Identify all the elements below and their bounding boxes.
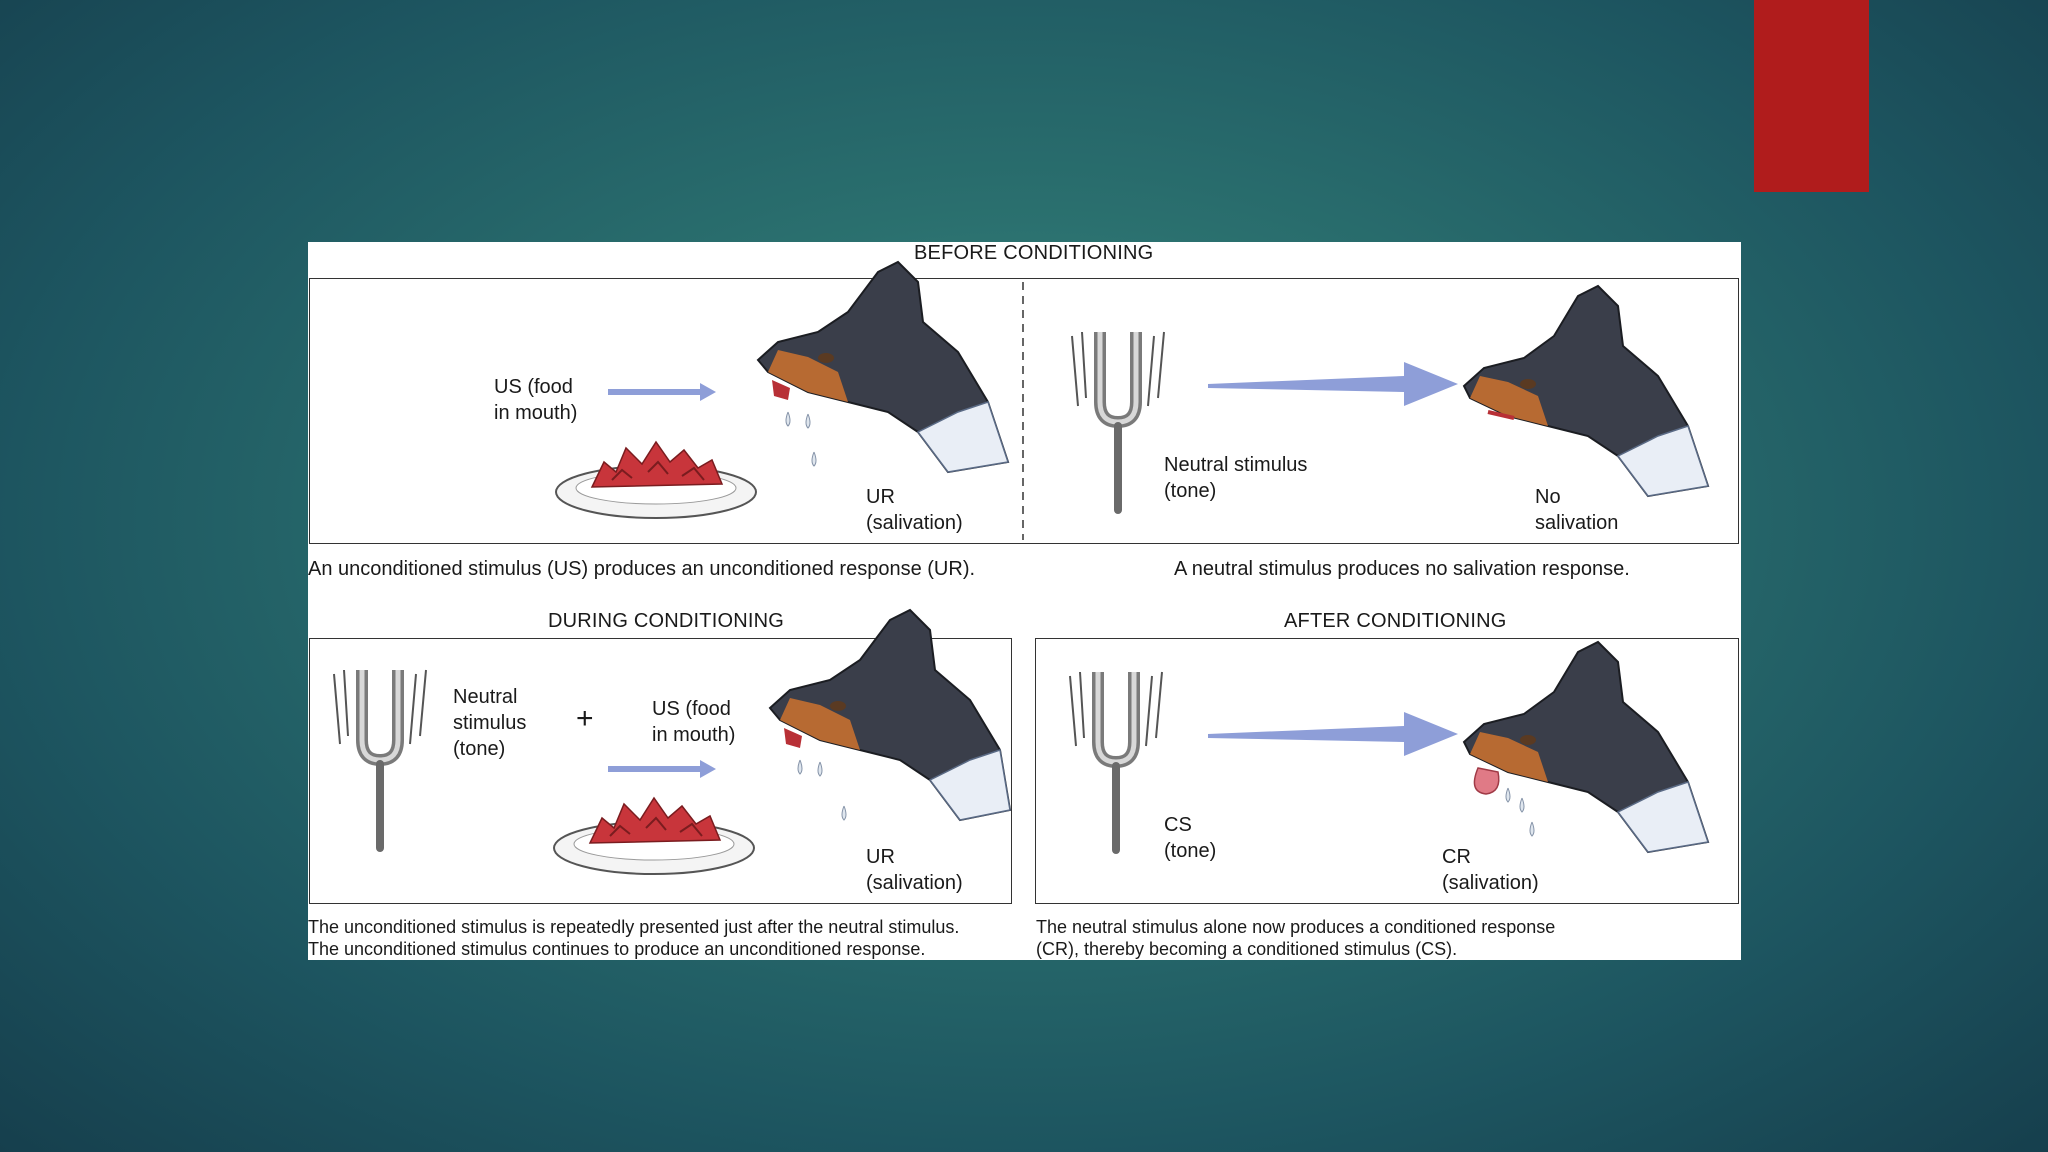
tuning-fork-icon: [1069, 671, 1163, 854]
during-caption: The unconditioned stimulus is repeatedly…: [308, 917, 960, 959]
after-conditioning-heading: AFTER CONDITIONING: [1284, 610, 1507, 632]
dog-salivating-icon: [756, 260, 1010, 474]
during-us-label: US (food in mouth): [652, 698, 736, 746]
tuning-fork-icon: [333, 669, 427, 852]
no-salivation-label: No salivation: [1535, 486, 1619, 534]
cs-tone-label: CS (tone): [1164, 814, 1217, 862]
cr-salivation-label: CR (salivation): [1442, 846, 1539, 894]
dog-salivating-icon: [768, 608, 1012, 822]
neutral-arrow: [1208, 362, 1458, 406]
after-caption: The neutral stimulus alone now produces …: [1036, 917, 1556, 959]
classical-conditioning-figure: BEFORE CONDITIONING US (food in mouth) U…: [308, 242, 1741, 960]
during-ur-label: UR (salivation): [866, 846, 963, 894]
us-food-label: US (food in mouth): [494, 376, 578, 424]
during-neutral-label: Neutral stimulus (tone): [453, 686, 527, 760]
us-arrow: [608, 760, 716, 778]
us-arrow: [608, 383, 716, 401]
dog-no-salivation-icon: [1462, 284, 1710, 498]
plus-sign: +: [576, 702, 594, 735]
dog-conditioned-salivation-icon: [1462, 640, 1710, 854]
before-caption-right: A neutral stimulus produces no salivatio…: [1174, 558, 1630, 580]
before-divider: [1022, 282, 1024, 540]
before-conditioning-heading: BEFORE CONDITIONING: [914, 242, 1154, 264]
cs-arrow: [1208, 712, 1458, 756]
neutral-stimulus-label: Neutral stimulus (tone): [1164, 454, 1308, 502]
food-plate-icon: [555, 440, 757, 519]
accent-tab: [1754, 0, 1869, 192]
food-plate-icon: [553, 796, 755, 875]
ur-salivation-label: UR (salivation): [866, 486, 963, 534]
tuning-fork-icon: [1071, 331, 1165, 514]
during-conditioning-heading: DURING CONDITIONING: [548, 610, 785, 632]
before-caption-left: An unconditioned stimulus (US) produces …: [308, 558, 976, 580]
